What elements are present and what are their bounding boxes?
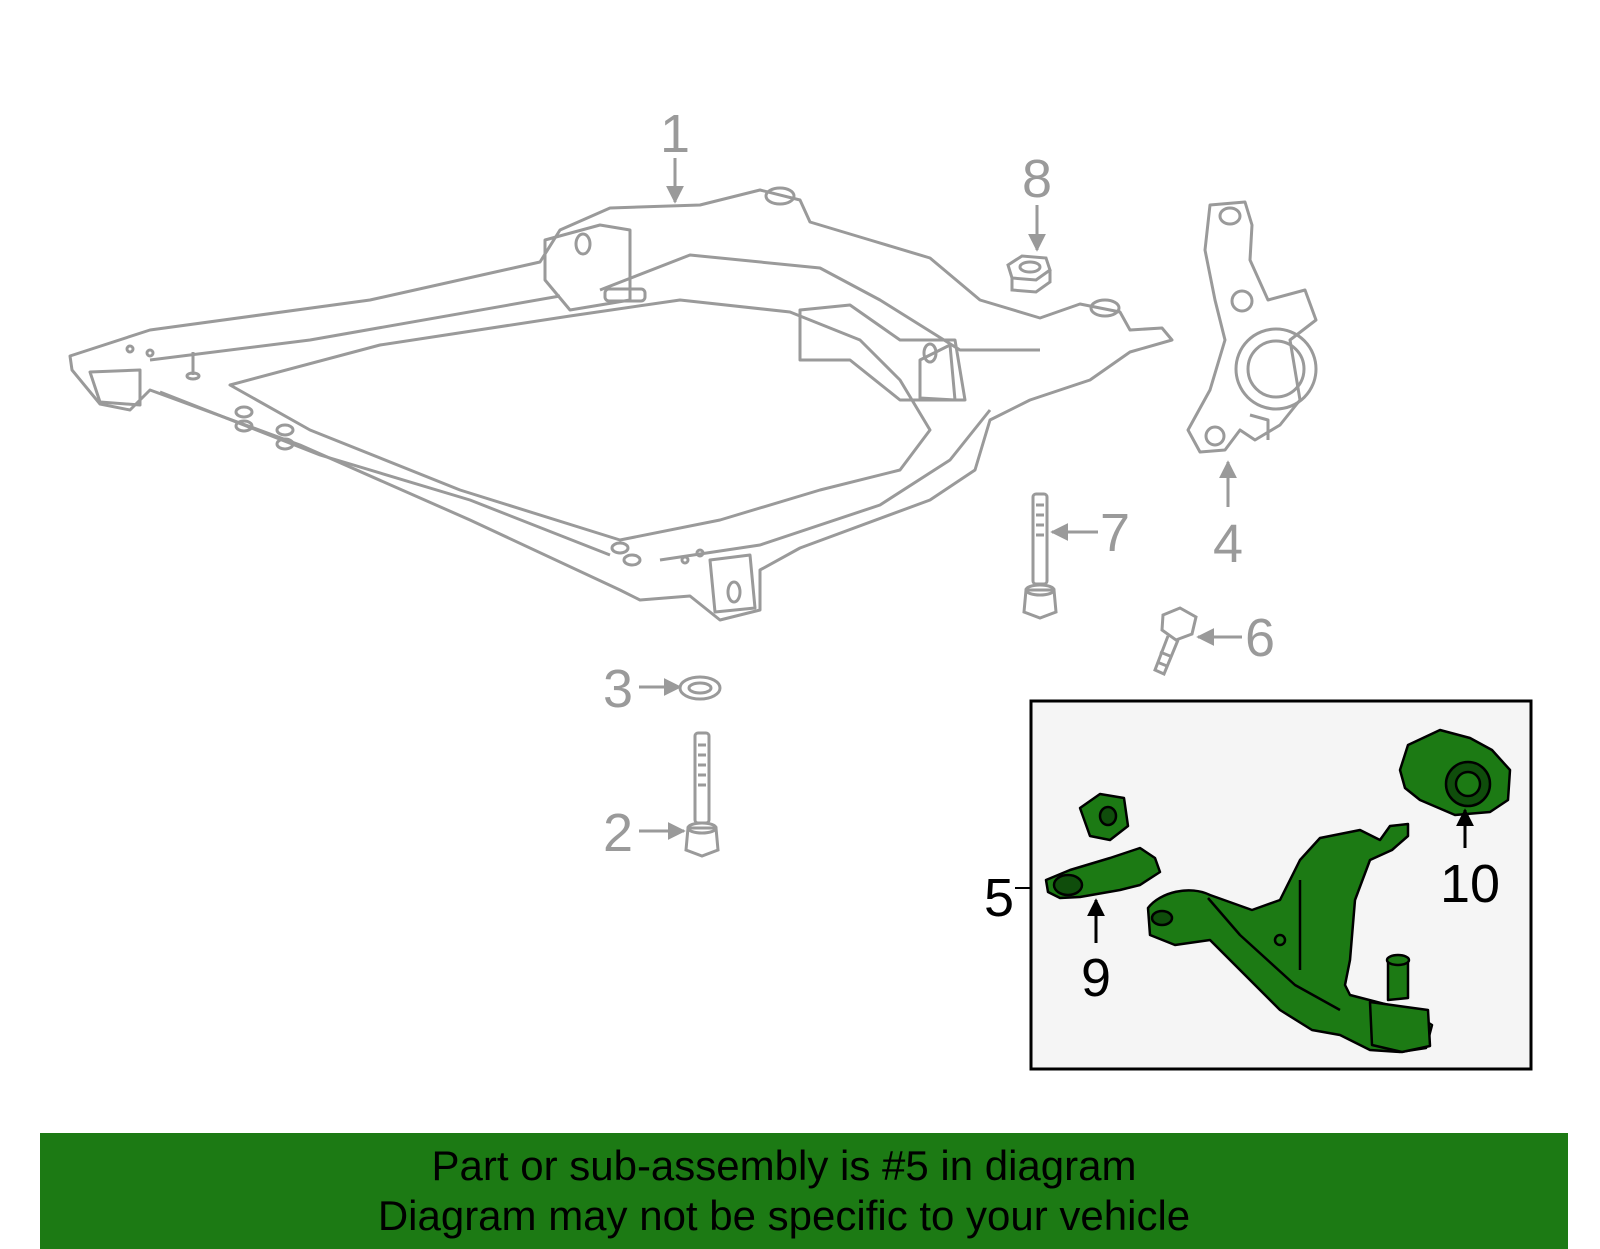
nut-drawing [1006,254,1052,294]
callout-10: 10 [1440,854,1500,914]
bolt-long-drawing [1022,492,1058,620]
callout-5: 5 [984,868,1014,928]
banner-line-1: Part or sub-assembly is #5 in diagram [431,1142,1137,1189]
info-banner: Part or sub-assembly is #5 in diagram Di… [40,1133,1568,1249]
callout-2: 2 [603,803,633,863]
callout-6: 6 [1245,608,1275,668]
callout-3: 3 [603,659,633,719]
bolt-angled-drawing [1153,606,1198,676]
subframe-drawing [68,186,1174,622]
callout-4: 4 [1213,514,1243,574]
control-arm-drawing[interactable] [1044,728,1512,1054]
gray-leader-lines [639,158,1242,840]
inset-leader-lines [1087,808,1474,943]
steering-knuckle-drawing [1186,200,1318,454]
banner-line-2: Diagram may not be specific to your vehi… [377,1192,1191,1239]
callout-7: 7 [1100,503,1130,563]
washer-drawing [678,675,722,701]
callout-1: 1 [660,104,690,164]
callout-8: 8 [1022,149,1052,209]
callout-9: 9 [1081,948,1111,1008]
bolt-vertical-drawing [684,731,720,858]
